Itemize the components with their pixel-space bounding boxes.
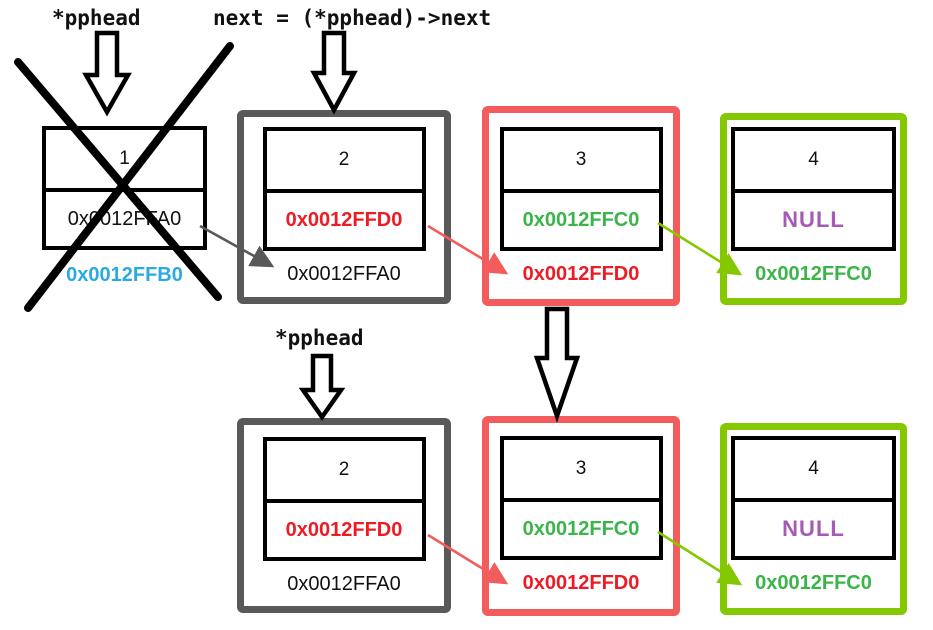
node2-bottom-box: 2 0x0012FFD0 0x0012FFA0: [237, 418, 451, 613]
node3-bottom-box: 3 0x0012FFC0 0x0012FFD0: [482, 416, 680, 616]
node2-bottom-next-pointer-cell: 0x0012FFD0: [285, 518, 403, 541]
node1-next-pointer-cell: 0x0012FFA0: [67, 207, 182, 230]
node1-top-box: 1 0x0012FFA0: [42, 126, 207, 250]
node4-next-pointer-cell: NULL: [782, 207, 845, 232]
node2-own-address: 0x0012FFA0: [287, 263, 401, 285]
node4-cells: 4 NULL: [731, 127, 896, 251]
node4-own-address: 0x0012FFC0: [755, 263, 872, 285]
pphead-top-down-block-arrow-icon: [82, 30, 132, 117]
node3-transition-down-block-arrow-icon: [533, 306, 581, 423]
node2-bottom-data-cell: 2: [266, 441, 422, 503]
node4-data-cell: 4: [735, 131, 892, 193]
node3-bottom-data-cell: 3: [503, 440, 659, 502]
node3-own-address: 0x0012FFD0: [522, 263, 640, 285]
node3-top-box: 3 0x0012FFC0 0x0012FFD0: [482, 106, 680, 306]
node4-top-box: 4 NULL 0x0012FFC0: [720, 113, 907, 305]
node2-next-pointer-cell: 0x0012FFD0: [285, 208, 403, 231]
node4-bottom-next-pointer-cell: NULL: [782, 516, 845, 541]
pphead-top-label: *pphead: [52, 6, 141, 30]
node4-bottom-cells: 4 NULL: [731, 436, 896, 560]
node2-data-cell: 2: [266, 131, 422, 193]
node3-bottom-own-address: 0x0012FFD0: [522, 572, 640, 594]
next-assignment-label: next = (*pphead)->next: [213, 6, 492, 30]
node4-bottom-box: 4 NULL 0x0012FFC0: [720, 423, 907, 615]
node3-cells: 3 0x0012FFC0: [499, 127, 663, 251]
pphead-bottom-label: *pphead: [275, 326, 364, 350]
node3-data-cell: 3: [503, 131, 659, 193]
node3-bottom-next-pointer-cell: 0x0012FFC0: [522, 517, 640, 540]
node4-bottom-data-cell: 4: [735, 440, 892, 502]
pphead-bottom-down-block-arrow-icon: [298, 353, 346, 421]
node2-bottom-cells: 2 0x0012FFD0: [262, 437, 426, 561]
node2-bottom-own-address: 0x0012FFA0: [287, 573, 401, 595]
next-assignment-down-block-arrow-icon: [310, 30, 358, 115]
node2-cells: 2 0x0012FFD0: [262, 127, 426, 251]
node4-bottom-own-address: 0x0012FFC0: [755, 572, 872, 594]
node3-next-pointer-cell: 0x0012FFC0: [522, 208, 640, 231]
node1-own-address: 0x0012FFB0: [66, 264, 183, 286]
node3-bottom-cells: 3 0x0012FFC0: [499, 436, 663, 560]
node1-data-cell: 1: [46, 130, 203, 192]
node2-top-box: 2 0x0012FFD0 0x0012FFA0: [237, 110, 451, 304]
